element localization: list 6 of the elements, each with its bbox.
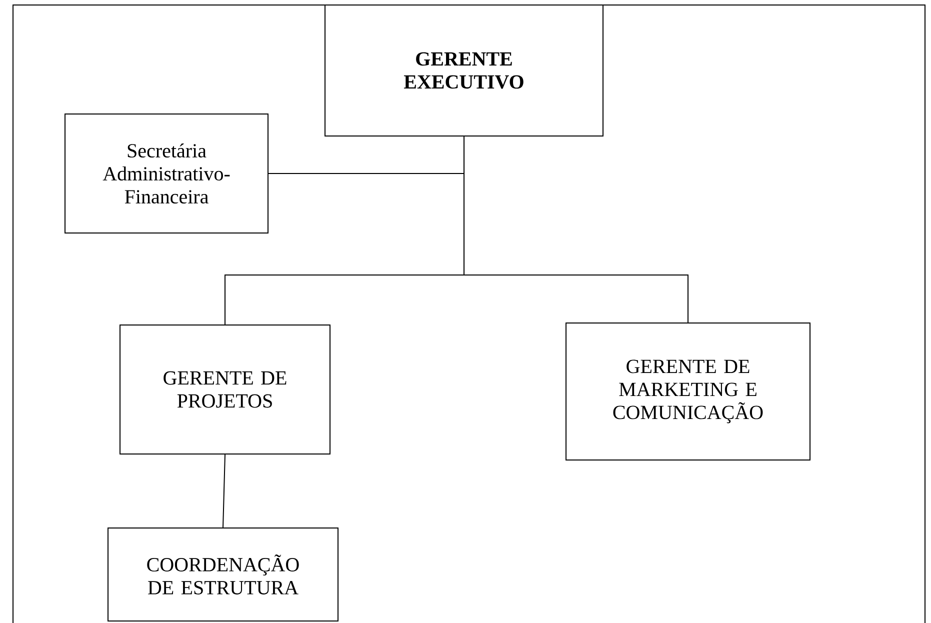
secretary-box: Secretária Administrativo-Financeira <box>64 114 268 234</box>
manager-box: GERENTE DE PROJETOS <box>120 324 330 454</box>
coordination-box: COORDENAÇÃO DE ESTRUTURA <box>108 528 338 622</box>
manager-box: GERENTE DE MARKETING E COMUNICAÇÃO <box>566 322 810 460</box>
connector-line <box>222 454 226 528</box>
manager-box: GERENTE EXECUTIVO <box>324 4 604 136</box>
